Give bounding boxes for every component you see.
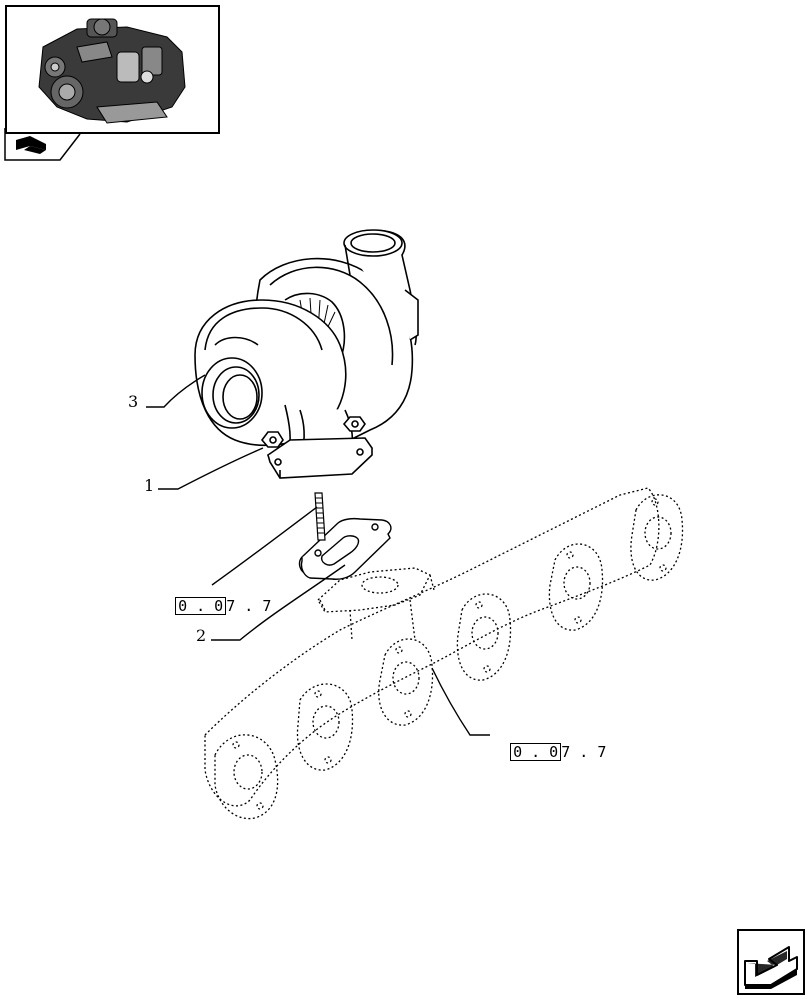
engine-thumbnail: [5, 5, 220, 134]
engine-thumbnail-icon: [38, 18, 186, 124]
reference-code-rest: 7 . 7: [226, 596, 272, 615]
section-tab[interactable]: [0, 128, 82, 164]
turbocharger: [194, 229, 419, 479]
callout-1: 1: [144, 476, 155, 495]
book-hand-icon: [16, 136, 46, 154]
callout-3: 3: [128, 392, 139, 411]
next-page-arrow-icon[interactable]: [737, 929, 805, 995]
leader-lines: [146, 374, 490, 736]
reference-code-boxed: 0 . 0: [175, 596, 227, 615]
exhaust-manifold: [204, 487, 684, 820]
reference-code-rest: 7 . 7: [561, 742, 607, 761]
gasket: [298, 517, 392, 580]
callout-2: 2: [196, 626, 207, 645]
reference-code-boxed: 0 . 0: [510, 742, 562, 761]
stud: [314, 492, 326, 541]
